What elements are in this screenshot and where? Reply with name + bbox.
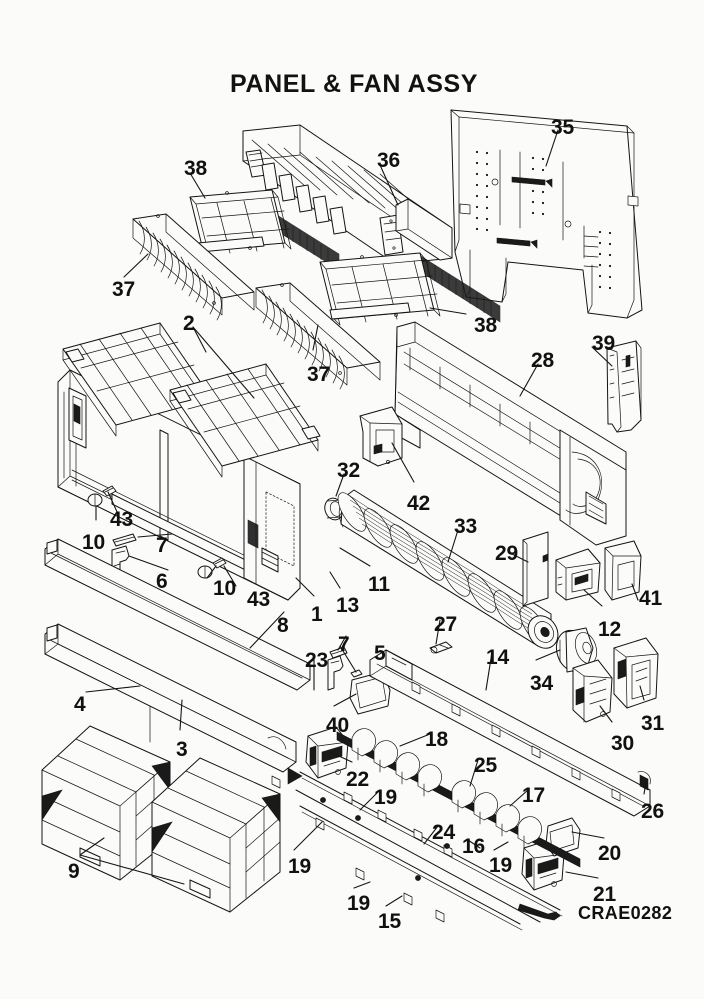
part-5-screw-small	[350, 669, 363, 678]
part-42-corner-bracket	[359, 406, 403, 467]
part-4-front-panel	[44, 623, 297, 773]
callout-control-bracket: 31	[641, 712, 664, 735]
callout-air-sweep-louver: 37	[307, 363, 330, 386]
callout-motor-bracket-right: 20	[598, 842, 621, 865]
part-14-lower-frame-rail	[369, 649, 651, 817]
part-9-air-filter-right	[151, 757, 281, 913]
callout-top-grille-panel: 2	[183, 312, 195, 335]
callout-display-window: 40	[326, 714, 349, 737]
callout-end-clip: 26	[641, 800, 664, 823]
callout-link-rod: 16	[462, 835, 485, 858]
part-38-intake-grille-panel-upper	[189, 189, 292, 256]
callout-vane-linkage-right: 17	[522, 784, 545, 807]
part-43-screw-cap-left	[87, 485, 117, 507]
callout-hinge-pin: 7	[156, 534, 168, 557]
callout-terminal-block-cover: 41	[639, 587, 662, 610]
part-12-terminal-cover	[555, 548, 601, 601]
callout-front-panel-lower: 3	[176, 738, 188, 761]
callout-chassis-bracket: 13	[336, 594, 359, 617]
callout-clip: 19	[489, 854, 512, 877]
callout-fan-motor: 34	[530, 672, 553, 695]
callout-air-filter: 9	[68, 860, 80, 883]
part-2-top-grille-panel-right	[169, 363, 321, 478]
part-35-rear-mounting-plate	[450, 109, 643, 319]
callout-cross-flow-fan: 33	[454, 515, 477, 538]
callout-front-door: 8	[277, 614, 289, 637]
part-18-vane-linkage-left	[351, 728, 442, 797]
part-16-link-rod	[295, 789, 541, 923]
part-3-front-panel-lower	[149, 705, 151, 743]
part-19-clips	[271, 775, 453, 923]
callout-hinge-clip: 6	[156, 570, 168, 593]
callout-main-chassis: 1	[311, 603, 323, 626]
callout-screw-cap: 43	[110, 508, 133, 531]
callout-bracket-plate: 23	[305, 649, 328, 672]
part-7-hinge-pin-left	[112, 533, 137, 547]
leader-lines	[79, 129, 647, 907]
callout-wiring-bracket: 30	[611, 732, 634, 755]
part-9-air-filter-left	[41, 725, 171, 881]
wiring-tail	[517, 903, 561, 921]
callout-link-rod-lower: 15	[378, 910, 401, 933]
callout-vane-linkage-left: 18	[425, 728, 448, 751]
callout-fan-bearing: 32	[337, 459, 360, 482]
callout-drain-hose: 11	[368, 573, 390, 596]
callout-air-sweep-louver: 37	[112, 278, 135, 301]
callout-link-rod-long: 24	[432, 821, 455, 844]
part-30-wiring-bracket	[572, 659, 613, 723]
part-38-intake-grille-panel-lower	[319, 252, 441, 326]
part-34-fan-motor	[555, 627, 598, 673]
callout-screw-small: 5	[374, 642, 386, 665]
part-8-front-door	[44, 538, 311, 691]
callout-screw: 27	[434, 613, 457, 636]
part-41-terminal-block-cover	[604, 540, 642, 601]
part-26-end-clip	[637, 771, 651, 791]
drawing-title: PANEL & FAN ASSY	[230, 70, 479, 98]
part-27-screw	[429, 641, 453, 654]
callout-cap-plug: 10	[82, 531, 105, 554]
callout-horizontal-vane-bar: 25	[474, 754, 497, 777]
callout-rear-mounting-plate: 35	[551, 116, 574, 139]
callout-lower-frame-rail: 14	[486, 646, 509, 669]
part-37-air-sweep-louver-upper	[132, 213, 255, 321]
callout-insulation-sheet: 29	[495, 542, 518, 565]
callout-evaporator-coil: 28	[531, 349, 554, 372]
part-31-control-bracket	[613, 637, 659, 709]
callout-clip: 19	[347, 892, 370, 915]
callout-vane-motor-right: 21	[593, 883, 616, 906]
callout-intake-grille-panel: 38	[474, 314, 497, 337]
part-17-vane-linkage-right	[451, 780, 542, 849]
callout-intake-grille-panel: 38	[184, 157, 207, 180]
part-39-side-end-plate	[606, 340, 642, 433]
callout-side-end-plate: 39	[592, 332, 615, 355]
callout-upper-grille-frame: 36	[377, 149, 400, 172]
part-28-evaporator-coil	[394, 321, 627, 546]
callout-corner-bracket: 42	[407, 492, 430, 515]
callout-cap-plug: 10	[213, 577, 236, 600]
part-29-insulation-sheet	[522, 531, 549, 607]
callout-terminal-cover: 12	[598, 618, 621, 641]
part-33-cross-flow-fan	[337, 489, 559, 649]
callout-clip: 19	[374, 786, 397, 809]
callout-front-panel: 4	[74, 693, 86, 716]
callout-vane-motor-left: 22	[346, 768, 369, 791]
part-15-link-rod-lower	[299, 805, 523, 931]
drawing-code: CRAE0282	[578, 903, 673, 923]
callout-hinge-pin: 7	[338, 633, 350, 656]
callout-clip: 19	[288, 855, 311, 878]
callout-screw-cap: 43	[247, 588, 270, 611]
